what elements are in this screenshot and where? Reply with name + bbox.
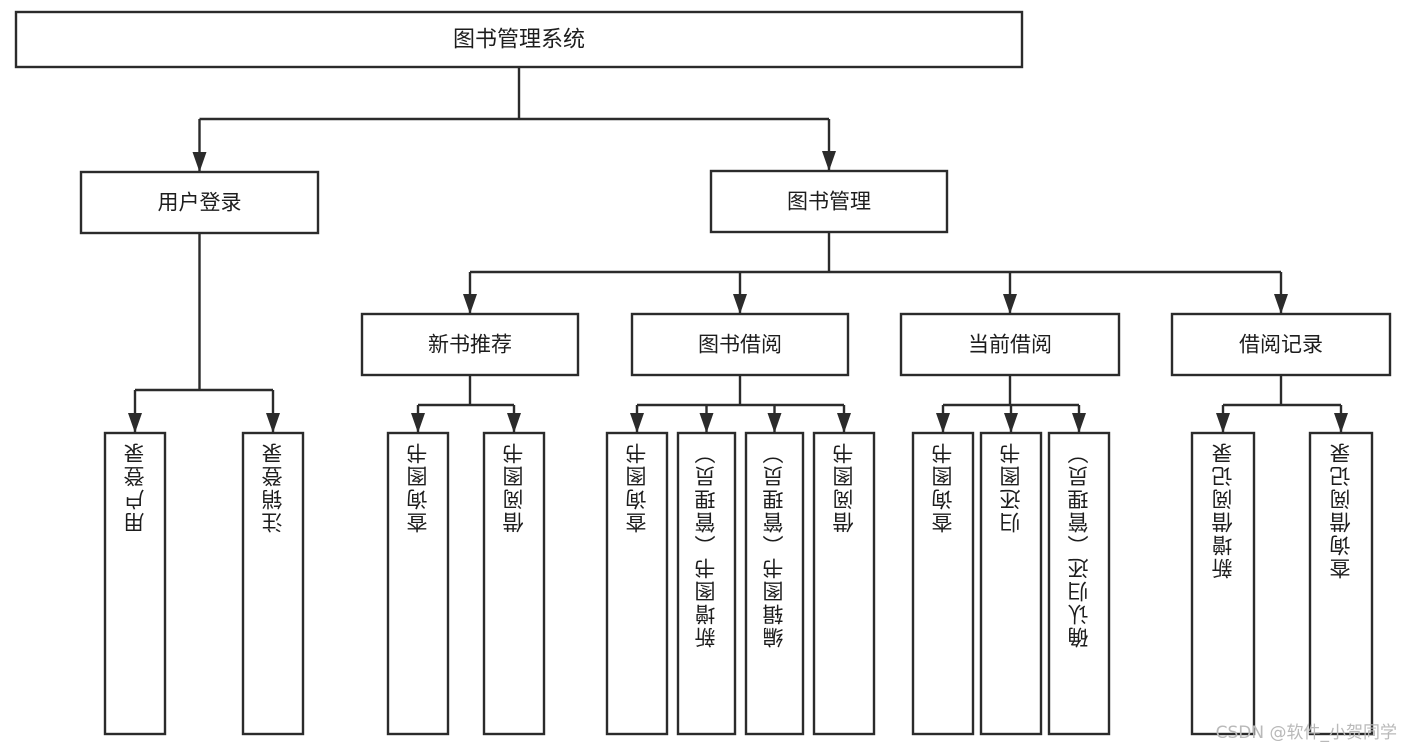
node-label-book-admin: 图书管理 (787, 190, 871, 214)
node-box-cb-confirm[interactable] (1047, 431, 1111, 736)
node-box-br-query[interactable] (1308, 431, 1374, 736)
arrow-head-icon (411, 413, 425, 433)
node-box-user-logout[interactable] (241, 431, 305, 736)
node-label-new-book-rec: 新书推荐 (428, 333, 512, 357)
arrow-head-icon (837, 413, 851, 433)
arrow-head-icon (1003, 294, 1017, 314)
node-box-layer (14, 10, 1392, 736)
arrow-head-icon (733, 294, 747, 314)
node-label-current-borrow: 当前借阅 (968, 333, 1052, 357)
node-box-new-book-rec[interactable] (360, 312, 580, 377)
node-box-bb-add[interactable] (676, 431, 737, 736)
arrow-head-icon (1004, 413, 1018, 433)
node-box-bb-edit[interactable] (744, 431, 805, 736)
node-box-cb-return[interactable] (979, 431, 1043, 736)
arrow-head-icon (630, 413, 644, 433)
arrow-head-icon (1274, 294, 1288, 314)
arrow-head-icon (1216, 413, 1230, 433)
node-box-nbr-query[interactable] (386, 431, 450, 736)
arrow-head-icon (1072, 413, 1086, 433)
node-label-book-borrow: 图书借阅 (698, 333, 782, 357)
arrow-head-icon (507, 413, 521, 433)
arrow-head-icon (192, 152, 207, 172)
connector-layer (128, 67, 1348, 433)
node-label-root: 图书管理系统 (453, 28, 585, 53)
node-box-bb-borrow[interactable] (812, 431, 876, 736)
arrow-head-icon (767, 413, 782, 433)
node-box-book-admin[interactable] (709, 169, 949, 234)
node-box-book-borrow[interactable] (630, 312, 850, 377)
node-box-user-login[interactable] (79, 170, 320, 235)
node-box-bb-query[interactable] (605, 431, 669, 736)
node-label-user-login: 用户登录 (158, 191, 242, 215)
arrow-head-icon (822, 151, 836, 171)
node-box-nbr-borrow[interactable] (482, 431, 546, 736)
node-box-br-add[interactable] (1190, 431, 1256, 736)
node-box-user-login-do[interactable] (103, 431, 167, 736)
node-box-borrow-record[interactable] (1170, 312, 1392, 377)
arrow-head-icon (266, 413, 280, 433)
node-box-cb-query[interactable] (911, 431, 975, 736)
arrow-head-icon (936, 413, 950, 433)
node-box-current-borrow[interactable] (899, 312, 1121, 377)
node-box-root[interactable] (14, 10, 1024, 69)
node-label-borrow-record: 借阅记录 (1239, 333, 1323, 357)
arrow-head-icon (699, 413, 714, 433)
arrow-head-icon (1334, 413, 1348, 433)
arrow-head-icon (463, 294, 477, 314)
arrow-head-icon (128, 413, 142, 433)
